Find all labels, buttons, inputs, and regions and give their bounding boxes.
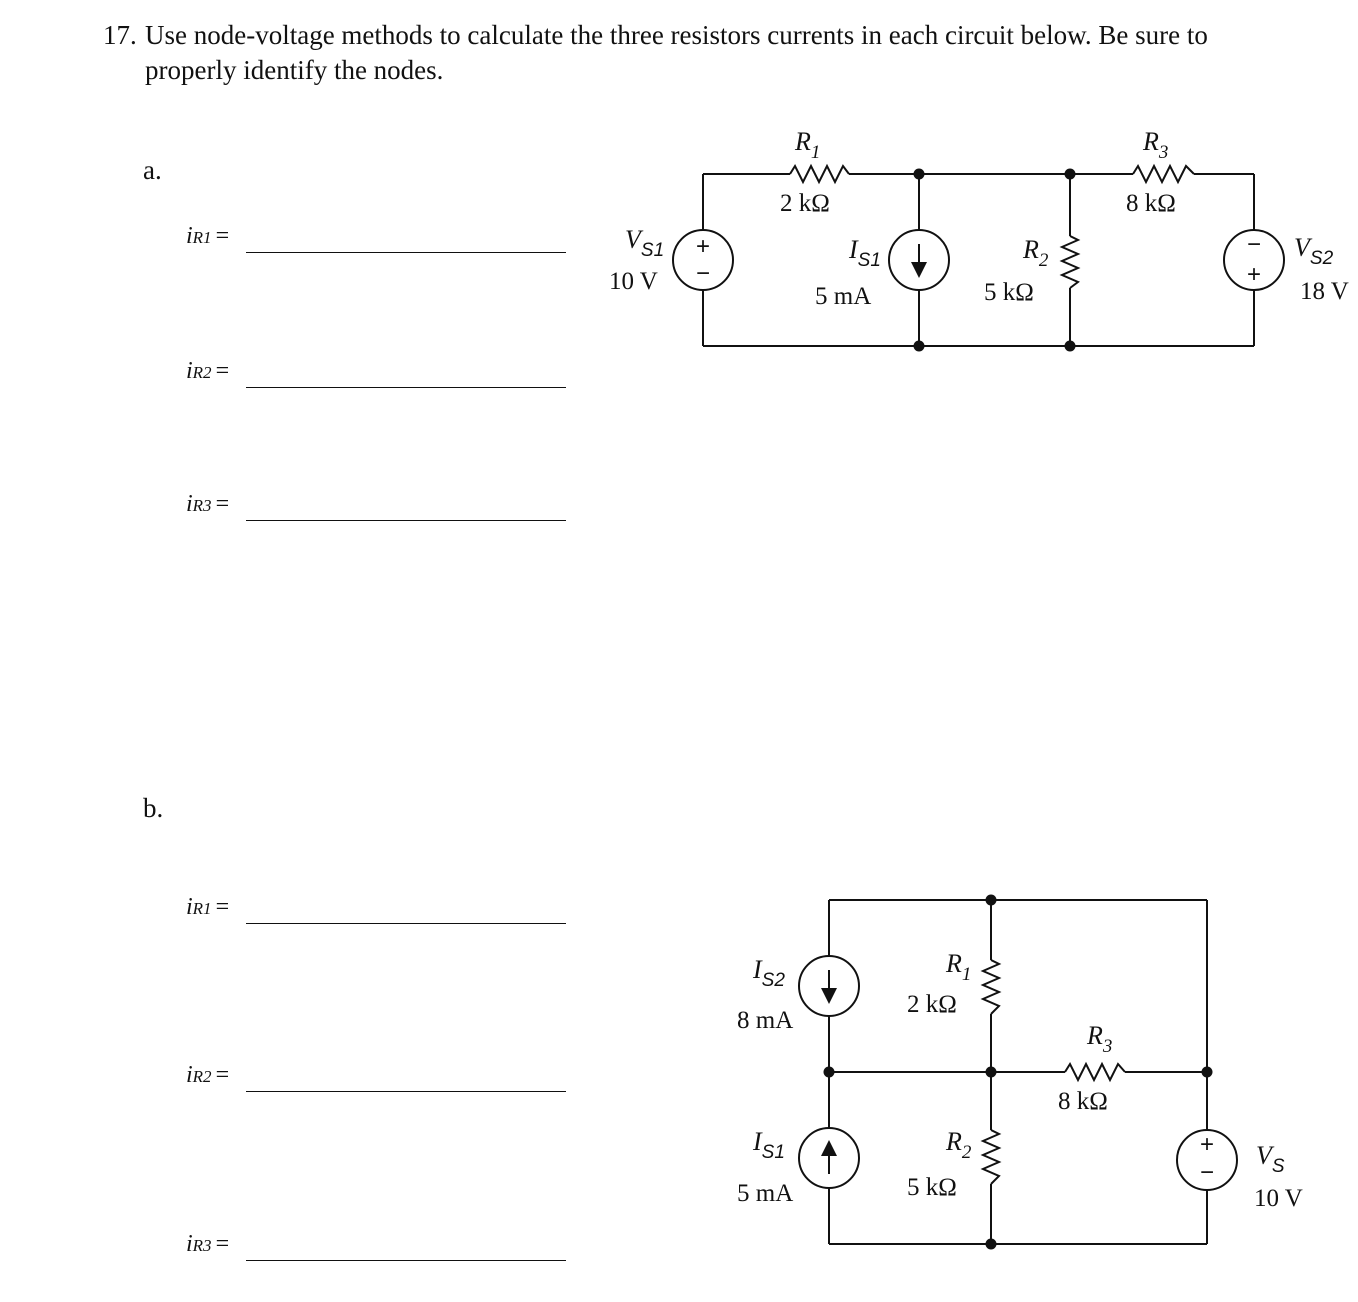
current-source-is1-b (798, 1127, 860, 1189)
answer-b-ir2: iR2= (186, 1062, 566, 1092)
voltage-source-vs1-a (672, 229, 734, 291)
answer-label: iR2= (186, 358, 230, 384)
vs-b-plus: + (1200, 1131, 1214, 1158)
resistor-r3-a (1132, 163, 1195, 185)
answer-blank-line[interactable] (246, 387, 566, 388)
vs-b-value: 10 V (1254, 1185, 1303, 1212)
r1-b-name: R1 (945, 949, 971, 985)
vs2-a-minus: − (1247, 231, 1261, 258)
is1-b-value: 5 mA (737, 1180, 793, 1207)
vs-b-minus: − (1200, 1159, 1214, 1186)
resistor-r1-a (789, 163, 850, 185)
node-dot (985, 894, 997, 906)
r3-a-value: 8 kΩ (1126, 190, 1176, 217)
is2-b-name: IS2 (752, 955, 785, 991)
r3-a-name: R3 (1142, 127, 1168, 163)
part-b-label: b. (143, 793, 164, 823)
r2-b-value: 5 kΩ (907, 1174, 957, 1201)
r1-a-name: R1 (794, 127, 820, 163)
answer-b-ir3: iR3= (186, 1231, 566, 1261)
r2-a-name: R2 (1022, 235, 1049, 271)
voltage-source-vs-b (1176, 1129, 1238, 1191)
part-a-label: a. (143, 155, 162, 185)
r1-b-value: 2 kΩ (907, 991, 957, 1018)
is1-a-name: IS1 (848, 235, 881, 271)
answer-label: iR1= (186, 223, 230, 249)
vs1-a-plus: + (696, 233, 710, 260)
is2-b-value: 8 mA (737, 1007, 793, 1034)
answer-label: iR2= (186, 1062, 230, 1088)
answer-b-ir1: iR1= (186, 894, 566, 924)
voltage-source-vs2-a (1223, 229, 1285, 291)
resistor-r2-a (1059, 235, 1081, 289)
current-source-is2-b (798, 955, 860, 1017)
current-source-is1-a (888, 229, 950, 291)
node-dot (823, 1066, 835, 1078)
circuit-b-nodes (823, 894, 1213, 1250)
is1-b-name: IS1 (752, 1127, 785, 1163)
answer-a-ir2: iR2= (186, 358, 566, 388)
node-dot (1201, 1066, 1213, 1078)
resistor-r3-b (1064, 1061, 1126, 1083)
vs2-a-plus: + (1247, 261, 1261, 288)
answer-blank-line[interactable] (246, 252, 566, 253)
answer-label: iR3= (186, 491, 230, 517)
node-dot (913, 340, 925, 352)
circuit-a (672, 163, 1285, 347)
problem-text: Use node-voltage methods to calculate th… (145, 20, 1208, 85)
answer-a-ir1: iR1= (186, 223, 566, 253)
r1-a-value: 2 kΩ (780, 190, 830, 217)
vs1-a-minus: − (696, 260, 710, 287)
answer-label: iR3= (186, 1231, 230, 1257)
answer-label: iR1= (186, 894, 230, 920)
answer-blank-line[interactable] (246, 1260, 566, 1261)
problem-number: 17. (103, 20, 137, 50)
answer-blank-line[interactable] (246, 923, 566, 924)
answer-blank-line[interactable] (246, 1091, 566, 1092)
node-dot (985, 1238, 997, 1250)
node-dot (913, 168, 925, 180)
r3-b-value: 8 kΩ (1058, 1088, 1108, 1115)
vs1-a-value: 10 V (609, 268, 658, 295)
answer-blank-line[interactable] (246, 520, 566, 521)
r2-b-name: R2 (945, 1127, 972, 1163)
is1-a-value: 5 mA (815, 283, 871, 310)
vs1-a-name: VS1 (625, 225, 664, 261)
answer-a-ir3: iR3= (186, 491, 566, 521)
circuit-b (798, 899, 1238, 1245)
resistor-r1-b (980, 959, 1002, 1015)
r2-a-value: 5 kΩ (984, 279, 1034, 306)
vs-b-name: VS (1256, 1141, 1285, 1177)
node-dot (985, 1066, 997, 1078)
vs2-a-value: 18 V (1300, 278, 1349, 305)
vs2-a-name: VS2 (1294, 233, 1334, 269)
node-dot (1064, 340, 1076, 352)
node-dot (1064, 168, 1076, 180)
circuit-a-nodes (913, 168, 1076, 352)
r3-b-name: R3 (1086, 1021, 1112, 1057)
resistor-r2-b (980, 1129, 1002, 1185)
